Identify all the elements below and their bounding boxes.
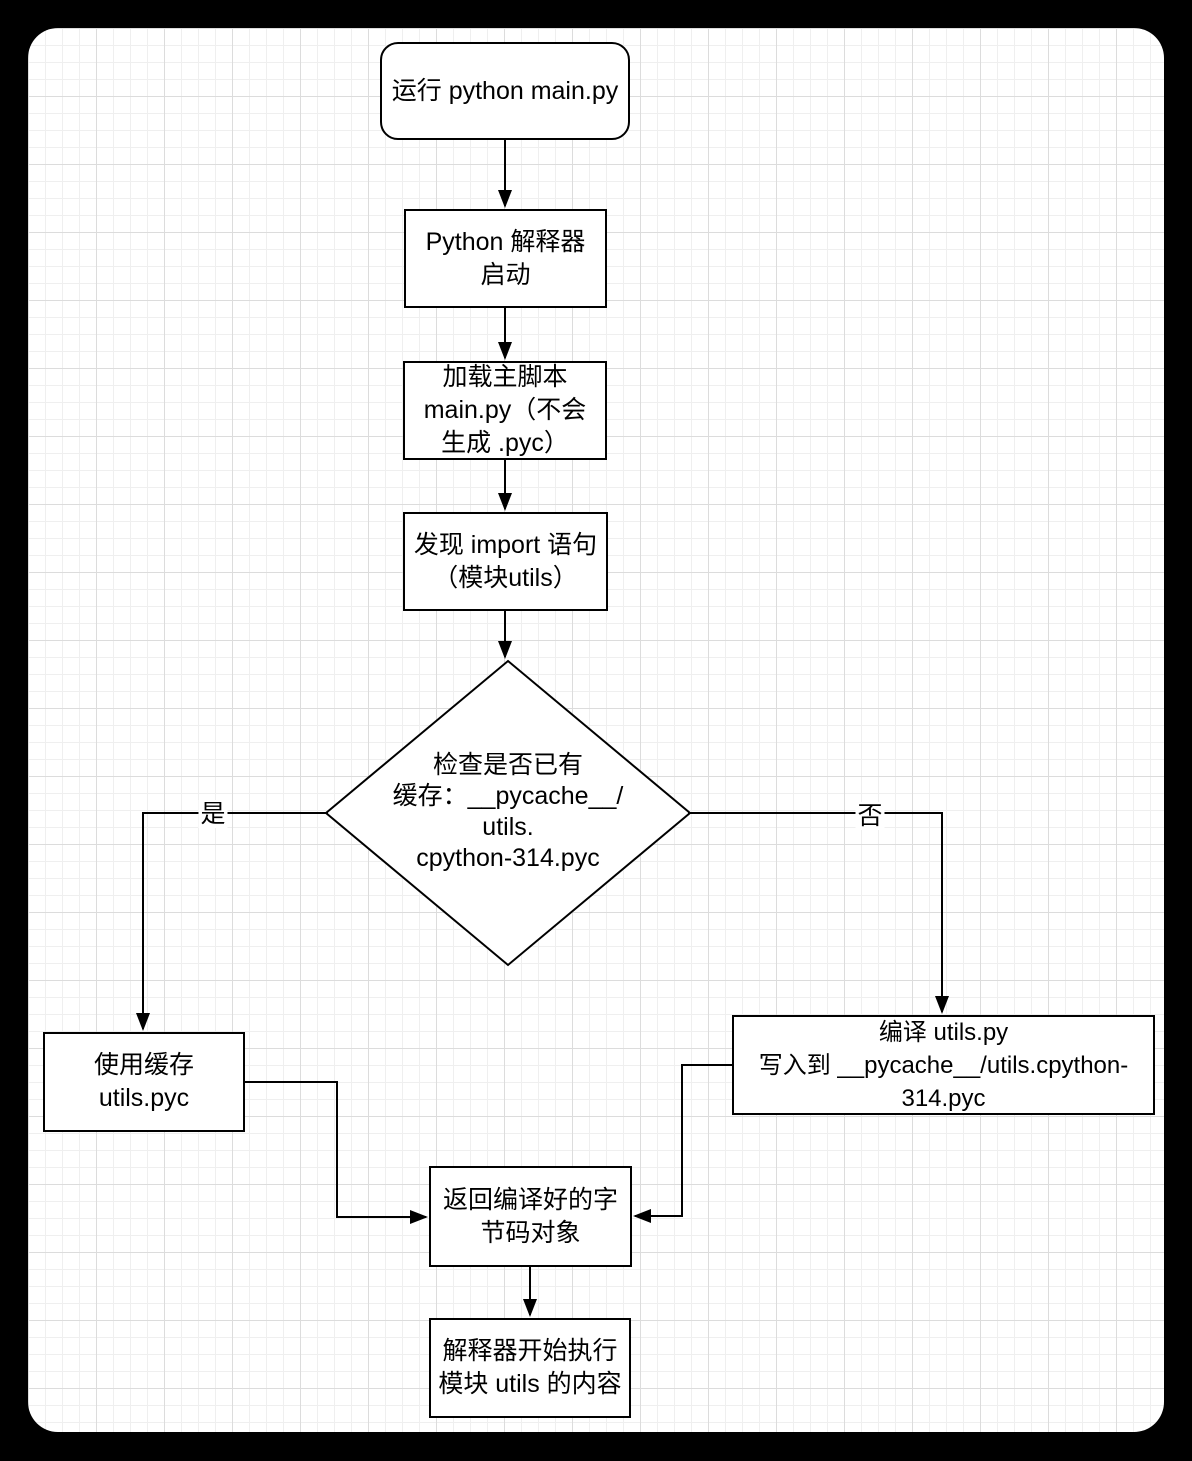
- flowchart-canvas: 运行 python main.py Python 解释器 启动 加载主脚本 ma…: [28, 28, 1164, 1432]
- node-check-cache: 检查是否已有 缓存：__pycache__/ utils. cpython-31…: [358, 750, 658, 874]
- node-find-import-text: 发现 import 语句: [413, 530, 598, 559]
- node-compile-text: 编译 utils.py: [878, 1018, 1009, 1046]
- edge-label-no: 否: [855, 802, 885, 830]
- node-start-text: 运行 python main.py: [391, 76, 619, 105]
- node-check-cache-text: cpython-314.pyc: [416, 844, 600, 872]
- node-check-cache-text: 缓存：__pycache__/: [392, 782, 624, 810]
- node-check-cache-text: utils.: [482, 813, 534, 841]
- node-use-cache: 使用缓存 utils.pyc: [43, 1032, 245, 1132]
- node-use-cache-text: utils.pyc: [98, 1084, 190, 1112]
- node-return-bytecode-text: 返回编译好的字: [442, 1185, 618, 1214]
- node-load-main-text: 生成 .pyc）: [441, 429, 569, 457]
- node-find-import: 发现 import 语句 （模块utils）: [403, 512, 608, 611]
- node-execute: 解释器开始执行 模块 utils 的内容: [429, 1318, 631, 1418]
- node-compile-text: 写入到 __pycache__/utils.cpython-: [758, 1051, 1129, 1079]
- edge-label-yes: 是: [198, 800, 228, 828]
- node-find-import-text: （模块utils）: [433, 563, 578, 592]
- node-compile: 编译 utils.py 写入到 __pycache__/utils.cpytho…: [732, 1015, 1155, 1115]
- node-use-cache-text: 使用缓存: [93, 1051, 194, 1079]
- edge-compile-to-return: [633, 1064, 732, 1223]
- edge-decision-no-to-compile: [688, 812, 949, 1014]
- node-load-main-text: main.py（不会: [423, 396, 587, 424]
- node-execute-text: 模块 utils 的内容: [438, 1370, 622, 1398]
- node-return-bytecode: 返回编译好的字 节码对象: [429, 1166, 632, 1267]
- edge-use-cache-to-return: [245, 1081, 428, 1224]
- node-load-main-text: 加载主脚本: [442, 363, 568, 391]
- node-return-bytecode-text: 节码对象: [480, 1218, 581, 1247]
- node-execute-text: 解释器开始执行: [442, 1337, 618, 1365]
- node-load-main: 加载主脚本 main.py（不会 生成 .pyc）: [403, 361, 607, 460]
- node-compile-text: 314.pyc: [901, 1084, 986, 1112]
- node-check-cache-text: 检查是否已有: [432, 751, 583, 779]
- node-interpreter-text: Python 解释器: [425, 227, 586, 256]
- decision-diamond-shape: [324, 659, 692, 967]
- connector-layer: [136, 140, 949, 1317]
- node-interpreter: Python 解释器 启动: [404, 209, 607, 308]
- node-interpreter-text: 启动: [480, 260, 531, 289]
- node-start: 运行 python main.py: [380, 42, 630, 140]
- edge-decision-yes-to-use-cache: [136, 812, 328, 1031]
